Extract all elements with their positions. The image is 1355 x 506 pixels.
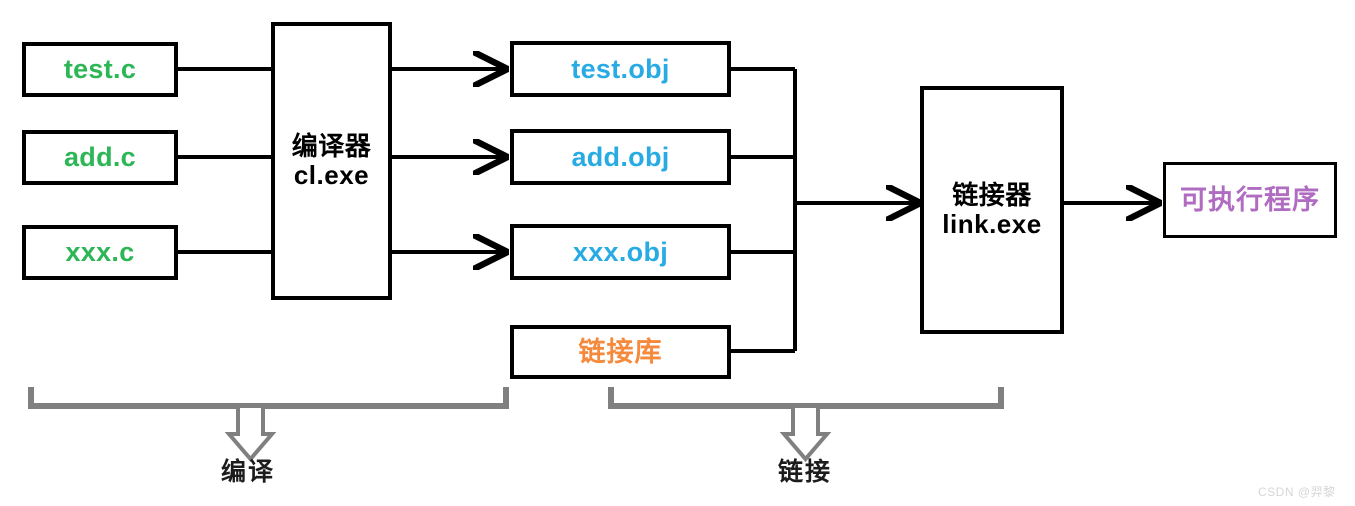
node-label-xxx-c: xxx.c — [65, 237, 135, 268]
node-label-linker: 链接器 link.exe — [942, 179, 1042, 239]
node-executable[interactable]: 可执行程序 — [1163, 162, 1337, 238]
phase-label-link: 链接 — [777, 458, 832, 486]
node-source-xxx-c[interactable]: xxx.c — [22, 225, 178, 280]
csdn-watermark: CSDN @羿黎 — [1258, 485, 1336, 499]
node-object-xxx-obj[interactable]: xxx.obj — [510, 224, 731, 280]
node-label-test-obj: test.obj — [571, 53, 670, 84]
node-label-executable: 可执行程序 — [1180, 184, 1320, 215]
node-linker[interactable]: 链接器 link.exe — [920, 86, 1064, 334]
node-object-test-obj[interactable]: test.obj — [510, 41, 731, 97]
node-source-test-c[interactable]: test.c — [22, 42, 178, 97]
phase-label-compile: 编译 — [220, 458, 275, 486]
node-label-xxx-obj: xxx.obj — [572, 236, 669, 267]
bracket-compile — [28, 387, 509, 409]
node-compiler[interactable]: 编译器 cl.exe — [271, 22, 392, 300]
node-label-link-library: 链接库 — [578, 336, 663, 367]
down-arrow-link — [779, 404, 832, 463]
node-label-add-c: add.c — [63, 142, 137, 173]
node-label-test-c: test.c — [63, 54, 137, 85]
node-link-library[interactable]: 链接库 — [510, 325, 731, 379]
node-object-add-obj[interactable]: add.obj — [510, 129, 731, 185]
node-label-compiler: 编译器 cl.exe — [291, 130, 372, 190]
node-label-add-obj: add.obj — [571, 141, 670, 172]
down-arrow-compile — [224, 404, 277, 463]
bracket-link — [608, 387, 1004, 409]
node-source-add-c[interactable]: add.c — [22, 130, 178, 185]
